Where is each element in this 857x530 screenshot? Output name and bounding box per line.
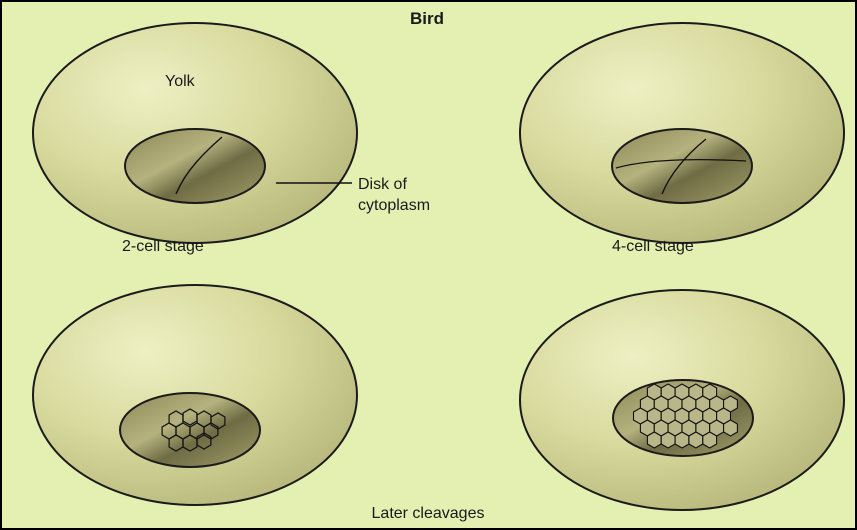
- stage-label-2cell: 2-cell stage: [122, 238, 204, 255]
- egg-2cell: [33, 23, 357, 243]
- egg-later-cleavage-2: [520, 290, 844, 510]
- blastomere-cell: [661, 432, 675, 448]
- cytoplasm-disk: [612, 129, 752, 203]
- stage-label-later: Later cleavages: [372, 505, 485, 522]
- egg-later-cleavage-1: [33, 285, 357, 505]
- yolk-label: Yolk: [165, 73, 196, 90]
- egg-4cell: [520, 23, 844, 243]
- disk-label-line1: Disk of: [358, 176, 407, 193]
- stage-label-4cell: 4-cell stage: [612, 238, 694, 255]
- diagram-title: Bird: [410, 9, 444, 28]
- blastomere-cell: [675, 432, 689, 448]
- disk-label-line2: cytoplasm: [358, 197, 430, 214]
- blastomere-cell: [724, 420, 738, 436]
- blastomere-cell: [647, 432, 661, 448]
- blastomere-cell: [689, 432, 703, 448]
- blastomere-cell: [703, 432, 717, 448]
- cytoplasm-disk: [125, 129, 265, 203]
